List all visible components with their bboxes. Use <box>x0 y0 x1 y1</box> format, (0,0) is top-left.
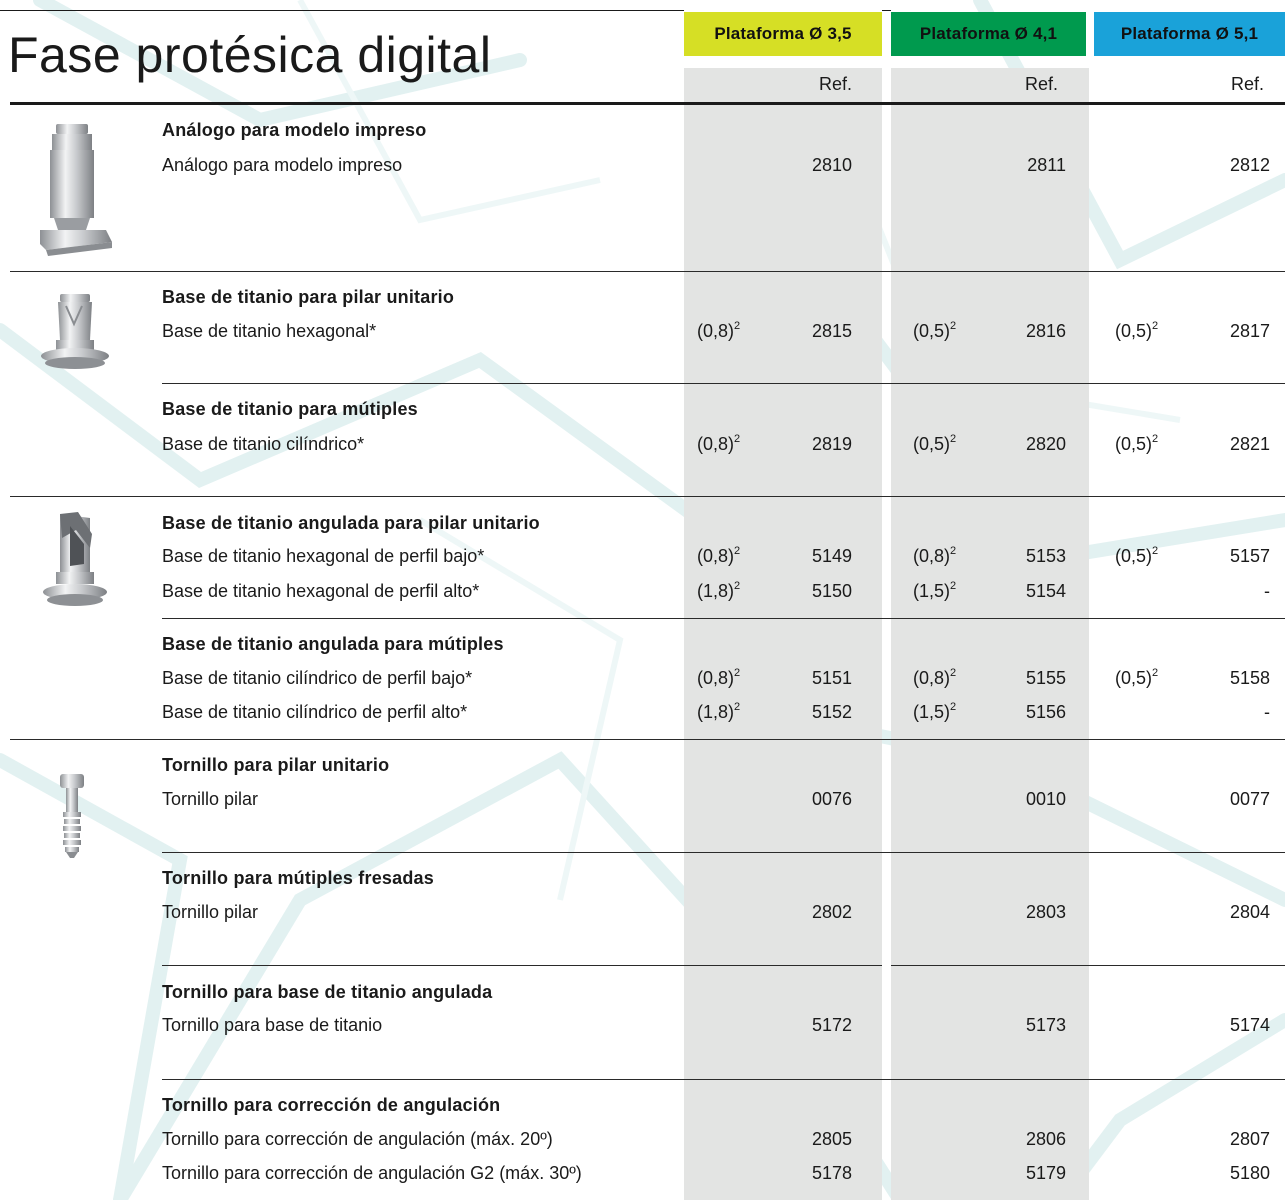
ti-base-hex-image <box>41 294 109 369</box>
item-label: Base de titanio hexagonal* <box>162 321 377 341</box>
subsection-divider <box>162 383 1285 384</box>
ref-cell-4-1: 2803 <box>1025 902 1066 922</box>
gingival-height-5-1: (0,5)2 <box>1115 545 1159 566</box>
item-label: Base de titanio hexagonal de perfil bajo… <box>162 546 485 566</box>
gingival-height-4-1: (1,5)2 <box>913 580 957 601</box>
gingival-height-3-5: (1,8)2 <box>697 580 741 601</box>
abutment-screw-image <box>60 774 84 858</box>
item-label: Base de titanio cilíndrico de perfil baj… <box>162 668 473 688</box>
ref-cell-3-5: 5178 <box>811 1163 852 1183</box>
gingival-height-3-5: (0,8)2 <box>697 545 741 566</box>
ref-cell-4-1: 2816 <box>1025 321 1066 341</box>
item-label: Base de titanio hexagonal de perfil alto… <box>162 581 480 601</box>
section-divider <box>10 271 1285 272</box>
item-label: Tornillo para corrección de angulación (… <box>162 1129 553 1149</box>
gingival-height-4-1: (0,5)2 <box>913 320 957 341</box>
subsection-divider <box>162 965 882 966</box>
ref-cell-5-1: 2817 <box>1229 321 1270 341</box>
section-divider <box>10 739 1285 740</box>
ref-cell-4-1: 2806 <box>1025 1129 1066 1149</box>
item-label: Base de titanio cilíndrico* <box>162 434 365 454</box>
ref-cell-5-1: 5157 <box>1229 546 1270 566</box>
group-title-angled-single: Base de titanio angulada para pilar unit… <box>162 513 540 533</box>
ref-column-label: Ref. <box>1024 74 1058 94</box>
gingival-height-4-1: (0,8)2 <box>913 667 957 688</box>
platform-header-3-5: Plataforma Ø 3,5 <box>684 12 882 56</box>
ref-cell-5-1: 0077 <box>1229 789 1270 809</box>
ref-cell-5-1: 2807 <box>1229 1129 1270 1149</box>
angled-ti-base-image <box>43 512 107 606</box>
ref-column-label: Ref. <box>1230 74 1264 94</box>
item-label: Base de titanio cilíndrico de perfil alt… <box>162 702 468 722</box>
ref-cell-4-1: 2820 <box>1025 434 1066 454</box>
group-title-screw-multiple: Tornillo para mútiples fresadas <box>162 868 434 888</box>
gingival-height-5-1: (0,5)2 <box>1115 667 1159 688</box>
ref-cell-5-1: 5180 <box>1229 1163 1270 1183</box>
group-title-angled-multiple: Base de titanio angulada para mútiples <box>162 634 504 654</box>
gingival-height-3-5: (0,8)2 <box>697 433 741 454</box>
ref-cell-3-5: 2802 <box>811 902 852 922</box>
ref-cell-3-5: 5172 <box>811 1015 852 1035</box>
gingival-height-5-1: (0,5)2 <box>1115 433 1159 454</box>
subsection-divider <box>162 618 1285 619</box>
ref-cell-4-1: 2811 <box>1027 155 1066 175</box>
ref-cell-4-1: 0010 <box>1025 789 1066 809</box>
group-title-ti-base-single: Base de titanio para pilar unitario <box>162 287 455 307</box>
ref-cell-3-5: 0076 <box>811 789 852 809</box>
ref-column-label: Ref. <box>818 74 852 94</box>
ref-cell-5-1: 2804 <box>1229 902 1270 922</box>
column-shade-platform-3-5 <box>684 68 882 1200</box>
title-rule <box>10 102 1285 105</box>
ref-cell-5-1: 2821 <box>1229 434 1270 454</box>
ref-cell-4-1: 5155 <box>1025 668 1066 688</box>
gingival-height-3-5: (0,8)2 <box>697 667 741 688</box>
ref-cell-3-5: 2810 <box>811 155 852 175</box>
item-label: Tornillo pilar <box>162 902 259 922</box>
ref-cell-5-1: - <box>1264 702 1270 722</box>
group-title-screw-single: Tornillo para pilar unitario <box>162 755 390 775</box>
item-label: Análogo para modelo impreso <box>162 155 403 175</box>
gingival-height-4-1: (1,5)2 <box>913 701 957 722</box>
ref-cell-3-5: 5151 <box>811 668 852 688</box>
gingival-height-4-1: (0,8)2 <box>913 545 957 566</box>
item-label: Tornillo pilar <box>162 789 259 809</box>
subsection-divider <box>162 852 1285 853</box>
subsection-divider <box>891 965 1285 966</box>
item-label: Tornillo para corrección de angulación G… <box>162 1163 582 1183</box>
ref-cell-5-1: - <box>1264 581 1270 601</box>
column-shade-platform-4-1 <box>891 68 1089 1200</box>
subsection-divider <box>162 1079 1285 1080</box>
group-title-screw-angled-base: Tornillo para base de titanio angulada <box>162 982 493 1002</box>
ref-cell-4-1: 5153 <box>1025 546 1066 566</box>
page-title: Fase protésica digital <box>8 27 492 83</box>
platform-header-4-1: Plataforma Ø 4,1 <box>891 12 1086 56</box>
analog-image <box>40 124 112 256</box>
gingival-height-3-5: (0,8)2 <box>697 320 741 341</box>
ref-cell-3-5: 2805 <box>811 1129 852 1149</box>
group-title-screw-angulation: Tornillo para corrección de angulación <box>162 1095 501 1115</box>
gingival-height-3-5: (1,8)2 <box>697 701 741 722</box>
top-rule-gap <box>882 10 891 11</box>
group-title-ti-base-multiple: Base de titanio para mútiples <box>162 399 418 419</box>
ref-cell-4-1: 5154 <box>1025 581 1066 601</box>
ref-cell-5-1: 5158 <box>1229 668 1270 688</box>
ref-cell-3-5: 5150 <box>811 581 852 601</box>
ref-cell-3-5: 2819 <box>811 434 852 454</box>
gingival-height-4-1: (0,5)2 <box>913 433 957 454</box>
platform-header-5-1: Plataforma Ø 5,1 <box>1094 12 1285 56</box>
section-divider <box>10 496 1285 497</box>
ref-cell-3-5: 5149 <box>811 546 852 566</box>
ref-cell-4-1: 5156 <box>1025 702 1066 722</box>
ref-cell-3-5: 2815 <box>811 321 852 341</box>
item-label: Tornillo para base de titanio <box>162 1015 383 1035</box>
gingival-height-5-1: (0,5)2 <box>1115 320 1159 341</box>
ref-cell-5-1: 5174 <box>1229 1015 1270 1035</box>
ref-cell-3-5: 5152 <box>811 702 852 722</box>
ref-cell-5-1: 2812 <box>1229 155 1270 175</box>
ref-cell-4-1: 5173 <box>1025 1015 1066 1035</box>
ref-cell-4-1: 5179 <box>1025 1163 1066 1183</box>
top-rule <box>0 10 684 11</box>
group-title-analog: Análogo para modelo impreso <box>162 120 427 140</box>
